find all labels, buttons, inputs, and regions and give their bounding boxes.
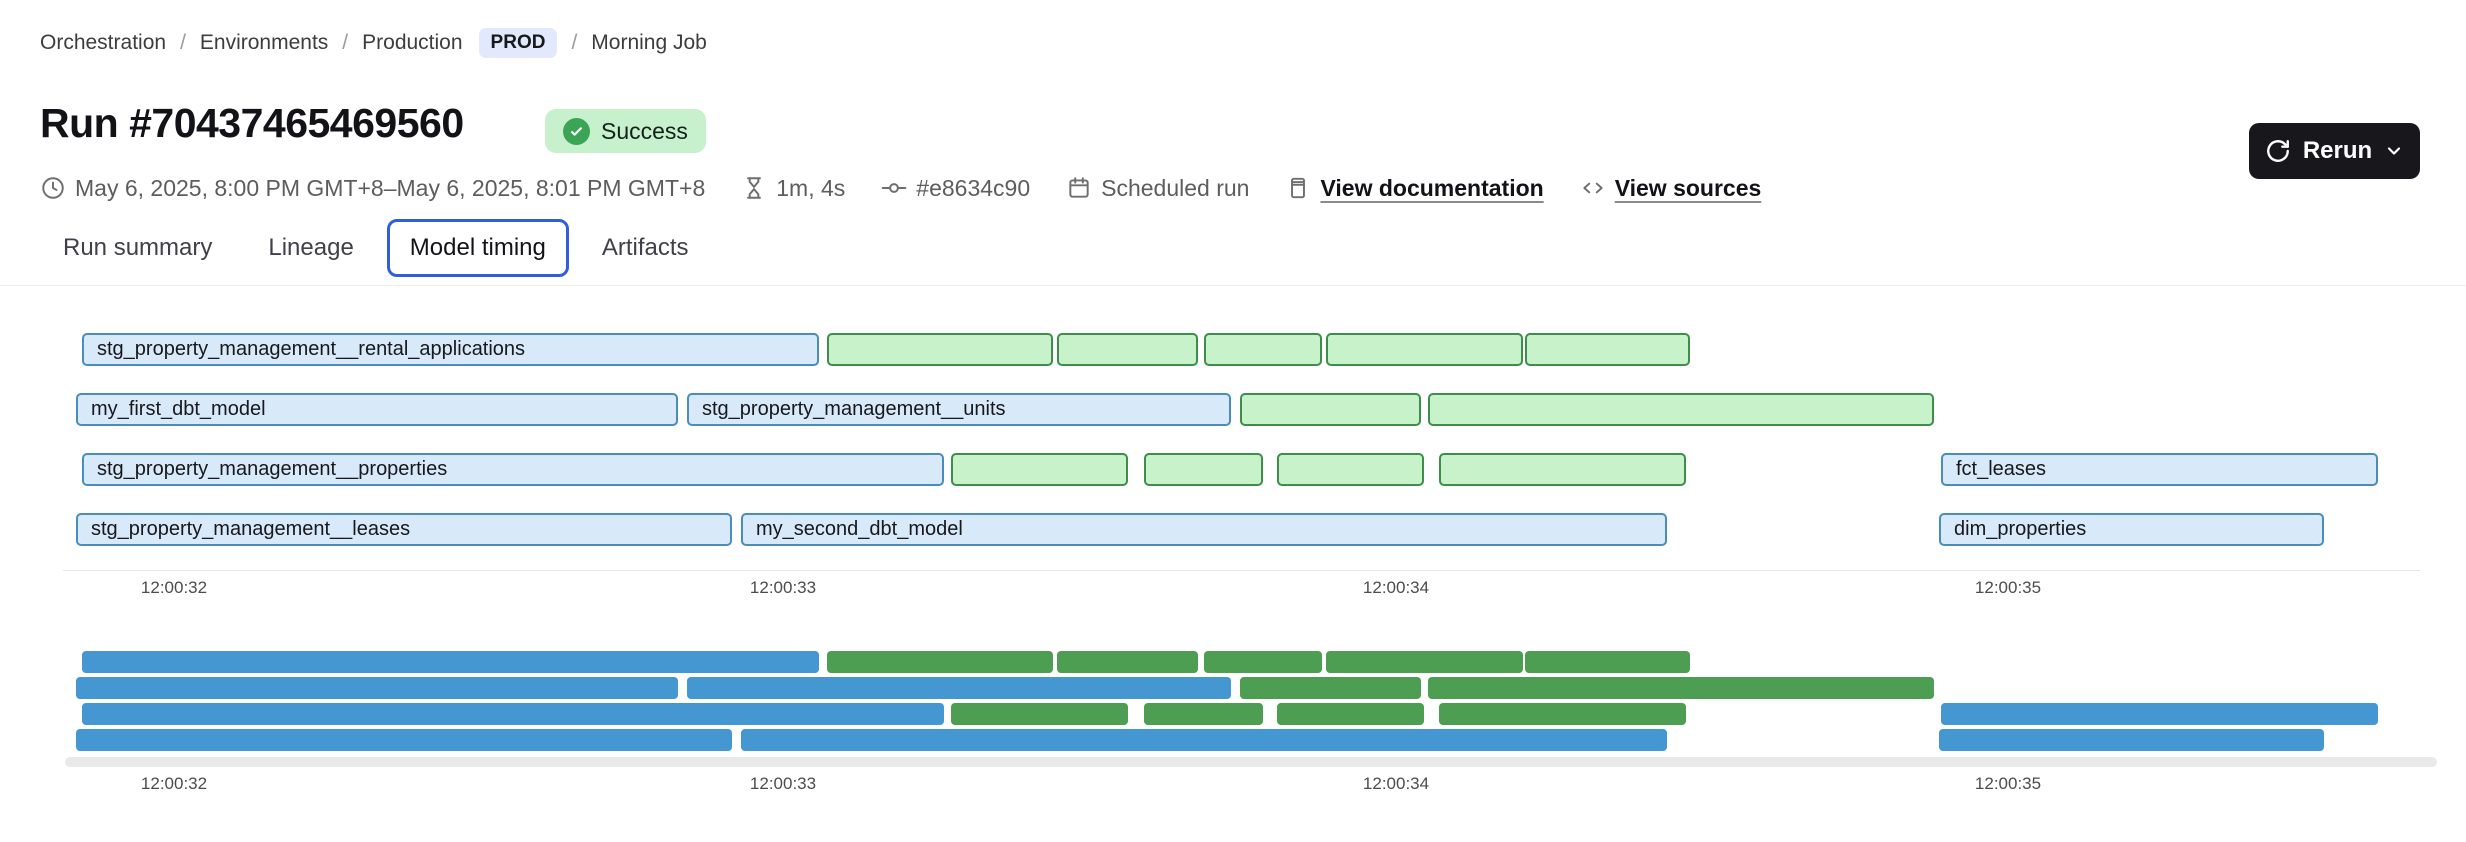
- gantt-bar[interactable]: [1057, 333, 1198, 366]
- meta-item-view-sources[interactable]: View sources: [1580, 174, 1762, 202]
- gantt-bar-stg-property-management-properties[interactable]: stg_property_management__properties: [82, 453, 944, 486]
- clock-icon: [40, 175, 66, 201]
- rerun-button[interactable]: Rerun: [2249, 123, 2420, 179]
- status-label: Success: [601, 117, 688, 144]
- meta-item-scheduled-run: Scheduled run: [1066, 175, 1249, 202]
- minimap-bar: [1057, 651, 1198, 673]
- minimap-bar: [1525, 651, 1690, 673]
- status-badge: Success: [545, 109, 706, 153]
- gantt-bar[interactable]: [951, 453, 1128, 486]
- meta-text: #e8634c90: [916, 174, 1031, 201]
- page-title: Run #70437465469560: [40, 100, 464, 146]
- code-icon: [1580, 175, 1606, 201]
- axis-tick-12-00-33: 12:00:33: [749, 774, 817, 793]
- meta-item-may-6-2025-8-00-pm: May 6, 2025, 8:00 PM GMT+8–May 6, 2025, …: [40, 175, 705, 202]
- gantt-bar[interactable]: [1326, 333, 1523, 366]
- gantt-bar[interactable]: [1277, 453, 1424, 486]
- chevron-down-icon[interactable]: [2384, 141, 2404, 161]
- breadcrumb-item-orchestration[interactable]: Orchestration: [40, 31, 167, 54]
- tab-bar: Run summary Lineage Model timing Artifacts: [40, 219, 712, 277]
- breadcrumb-item-environments[interactable]: Environments: [199, 31, 329, 54]
- minimap-bar-stg-property-management-leases: [76, 729, 732, 751]
- gantt-axis-line: [63, 570, 2420, 571]
- axis-tick-12-00-34: 12:00:34: [1362, 774, 1430, 793]
- breadcrumb-separator: /: [571, 31, 578, 54]
- meta-item-e8634c90: #e8634c90: [881, 175, 1030, 202]
- refresh-icon: [2265, 138, 2291, 164]
- gantt-bar-my-second-dbt-model[interactable]: my_second_dbt_model: [741, 513, 1667, 546]
- meta-text: 1m, 4s: [776, 174, 846, 201]
- minimap-brush-track[interactable]: [65, 757, 2437, 767]
- breadcrumb-item-morning-job[interactable]: Morning Job: [591, 31, 707, 54]
- minimap-bar-dim-properties: [1939, 729, 2324, 751]
- minimap-bar: [827, 651, 1053, 673]
- document-icon: [1285, 175, 1311, 201]
- meta-text: View sources: [1614, 174, 1762, 201]
- minimap-bar-stg-property-management-properties: [82, 703, 944, 725]
- gantt-bar-fct-leases[interactable]: fct_leases: [1941, 453, 2378, 486]
- gantt-bar[interactable]: [1428, 393, 1934, 426]
- axis-tick-12-00-33: 12:00:33: [749, 578, 817, 597]
- gantt-bar-stg-property-management-leases[interactable]: stg_property_management__leases: [76, 513, 732, 546]
- meta-item-view-documentation[interactable]: View documentation: [1285, 174, 1544, 202]
- minimap-bar-stg-property-management-rental-applications: [82, 651, 819, 673]
- breadcrumb-separator: /: [342, 31, 349, 54]
- minimap-bar-my-first-dbt-model: [76, 677, 678, 699]
- prod-badge: PROD: [478, 28, 558, 58]
- tab-divider: [0, 285, 2466, 286]
- gantt-bar[interactable]: [827, 333, 1053, 366]
- tab-lineage[interactable]: Lineage: [268, 234, 354, 261]
- minimap-bar-stg-property-management-units: [687, 677, 1231, 699]
- minimap-bar: [1277, 703, 1424, 725]
- axis-tick-12-00-35: 12:00:35: [1974, 578, 2042, 597]
- axis-tick-12-00-35: 12:00:35: [1974, 774, 2042, 793]
- gantt-bar-dim-properties[interactable]: dim_properties: [1939, 513, 2324, 546]
- meta-item-1m-4s: 1m, 4s: [741, 175, 845, 202]
- breadcrumb-item-production[interactable]: Production: [362, 31, 463, 54]
- gantt-bar[interactable]: [1439, 453, 1686, 486]
- tab-artifacts[interactable]: Artifacts: [601, 234, 689, 261]
- gantt-bar-stg-property-management-rental-applications[interactable]: stg_property_management__rental_applicat…: [82, 333, 819, 366]
- minimap-bar: [951, 703, 1128, 725]
- hourglass-icon: [741, 175, 767, 201]
- tab-run-summary[interactable]: Run summary: [63, 234, 213, 261]
- minimap-bar: [1439, 703, 1686, 725]
- gantt-bar-stg-property-management-units[interactable]: stg_property_management__units: [687, 393, 1231, 426]
- run-meta: May 6, 2025, 8:00 PM GMT+8–May 6, 2025, …: [40, 172, 1761, 204]
- gantt-bar-my-first-dbt-model[interactable]: my_first_dbt_model: [76, 393, 678, 426]
- breadcrumb: Orchestration / Environments / Production PRO…: [40, 28, 707, 58]
- minimap-bar-my-second-dbt-model: [741, 729, 1667, 751]
- minimap-bar: [1326, 651, 1523, 673]
- check-circle-icon: [563, 117, 590, 145]
- minimap-bar-fct-leases: [1941, 703, 2378, 725]
- meta-text: Scheduled run: [1101, 174, 1250, 201]
- rerun-label: Rerun: [2302, 137, 2373, 164]
- minimap-bar: [1428, 677, 1934, 699]
- axis-tick-12-00-32: 12:00:32: [140, 578, 208, 597]
- minimap-bar: [1204, 651, 1322, 673]
- tab-model-timing[interactable]: Model timing: [386, 219, 569, 277]
- gantt-bar[interactable]: [1525, 333, 1690, 366]
- calendar-icon: [1066, 175, 1092, 201]
- meta-text: View documentation: [1320, 174, 1544, 201]
- axis-tick-12-00-32: 12:00:32: [140, 774, 208, 793]
- meta-text: May 6, 2025, 8:00 PM GMT+8–May 6, 2025, …: [75, 174, 706, 201]
- axis-tick-12-00-34: 12:00:34: [1362, 578, 1430, 597]
- commit-icon: [881, 175, 907, 201]
- breadcrumb-separator: /: [180, 31, 186, 54]
- minimap-bar: [1144, 703, 1263, 725]
- gantt-bar[interactable]: [1240, 393, 1421, 426]
- minimap-bar: [1240, 677, 1421, 699]
- gantt-bar[interactable]: [1144, 453, 1263, 486]
- gantt-bar[interactable]: [1204, 333, 1322, 366]
